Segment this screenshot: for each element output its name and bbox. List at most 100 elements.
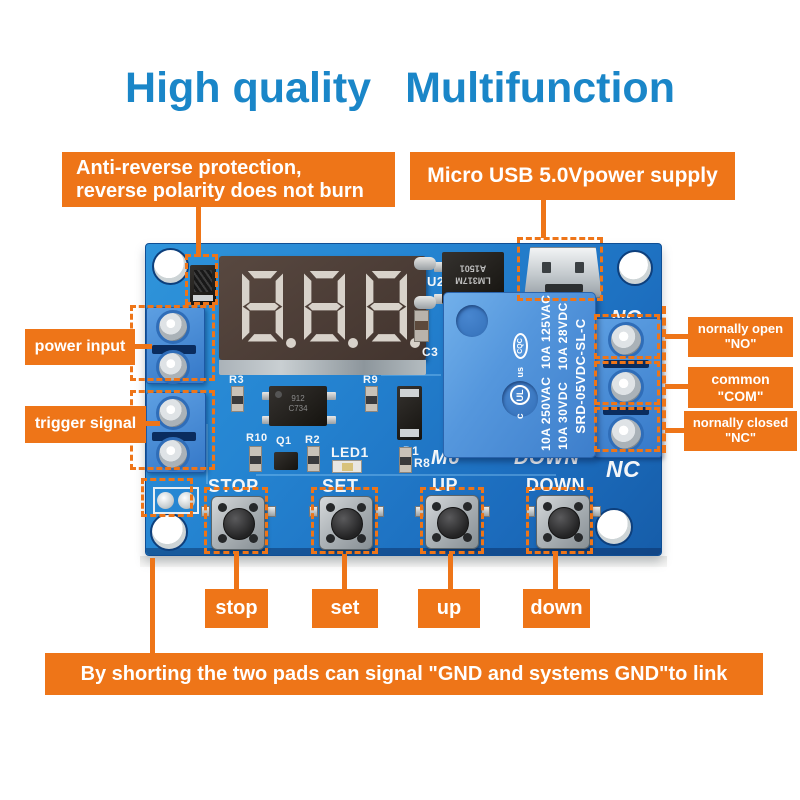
callout-anti-reverse-line1: Anti-reverse protection, — [76, 156, 302, 179]
callout-line-trigger-signal — [146, 421, 160, 426]
stop-button-dashed-box — [204, 487, 268, 554]
usb-slot — [575, 262, 584, 273]
right-terminal-dashed-bracket — [662, 306, 666, 453]
stop-silkscreen-label: STOP — [208, 476, 259, 496]
smd-capacitor — [414, 296, 436, 309]
led1 — [332, 460, 362, 473]
callout-common-line1: common — [711, 371, 770, 388]
button-pin — [267, 506, 276, 517]
usb-dashed-box — [517, 237, 603, 301]
relay-certification-logos: c UL us CQC — [510, 301, 530, 451]
ic-pin — [326, 416, 336, 424]
set-button — [319, 496, 373, 550]
callout-line-up — [448, 554, 453, 590]
relay: c UL us CQC 10A 250VAC 10A 125VAC 10A 30… — [443, 292, 596, 458]
up-button-dashed-box — [420, 487, 484, 554]
jumper-pads-dashed-box — [141, 478, 193, 517]
callout-common-line2: "COM" — [717, 387, 764, 404]
callout-line-power-input — [135, 344, 152, 349]
down-silkscreen-label: DOWN — [526, 475, 585, 495]
callout-stop: stop — [205, 589, 268, 628]
terminal-slot — [603, 407, 649, 415]
resistor-r3 — [231, 386, 244, 412]
smd-capacitor — [414, 257, 436, 270]
callout-stop-label: stop — [215, 597, 258, 619]
trigger-signal-terminal — [146, 392, 206, 473]
seven-segment-digits — [242, 271, 420, 348]
no-screw-dashed-box — [594, 314, 660, 359]
terminal-slot — [152, 345, 196, 354]
pcb-trace — [256, 474, 556, 476]
ul-logo-icon: UL — [510, 385, 530, 406]
set-button-cap — [331, 508, 363, 540]
regulator-marking-line1: LM317M — [455, 275, 491, 286]
ul-suffix: us — [515, 366, 525, 378]
callout-micro-usb-label: Micro USB 5.0Vpower supply — [427, 163, 718, 187]
usb-opening — [545, 284, 583, 295]
anti-reverse-diode — [190, 265, 216, 305]
diode-d1 — [397, 386, 422, 440]
callout-line-micro-usb — [541, 200, 546, 238]
callout-power-input: power input — [25, 329, 135, 365]
callout-trigger-signal-label: trigger signal — [34, 415, 137, 433]
terminal-slot — [152, 432, 196, 441]
title-part1: High quality — [125, 64, 372, 112]
down-button — [536, 495, 590, 549]
set-silkscreen-label: SET — [322, 476, 359, 496]
resistor-r2 — [307, 446, 320, 472]
resistor-r10 — [249, 446, 262, 472]
c3-silkscreen-label: C3 — [422, 345, 439, 359]
mounting-hole-bottom-left — [150, 513, 188, 551]
terminal-screw — [156, 396, 190, 430]
solder-pad — [157, 492, 174, 509]
callout-trigger-signal: trigger signal — [25, 406, 146, 443]
relay-model: SRD-05VDC-SL-C — [573, 318, 588, 434]
r8-silkscreen-label: R8 — [414, 456, 431, 470]
transistor-q1 — [274, 452, 298, 470]
ic-pin — [262, 416, 272, 424]
callout-line-normally-open — [665, 334, 688, 339]
callout-up-label: up — [436, 597, 462, 619]
callout-line-anti-reverse — [196, 207, 201, 257]
led1-silkscreen-label: LED1 — [331, 444, 369, 460]
callout-line-down — [553, 554, 558, 590]
mounting-hole-top-right — [617, 250, 653, 286]
terminal-slot — [603, 360, 649, 368]
u2-silkscreen-label: U2 — [427, 274, 445, 289]
ic-pin — [326, 392, 336, 400]
pcb-bottom-edge — [146, 548, 661, 555]
stop-button-cap — [223, 508, 255, 540]
r2-silkscreen-label: R2 — [305, 434, 321, 446]
seven-segment-display — [219, 256, 426, 360]
relay-markings: c UL us CQC 10A 250VAC 10A 125VAC 10A 30… — [438, 295, 588, 451]
relay-dimple — [502, 381, 538, 417]
regulator-marking-line2: A1501 — [459, 263, 487, 274]
button-pin — [415, 506, 424, 517]
callout-anti-reverse-line2: reverse polarity does not burn — [76, 179, 364, 202]
q1-silkscreen-label: Q1 — [276, 435, 292, 447]
relay-dimple — [456, 305, 488, 337]
callout-down: down — [523, 589, 590, 628]
com-screw-dashed-box — [594, 361, 660, 405]
callout-normally-open-line1: nornally open — [697, 321, 784, 337]
resistor-r9 — [365, 386, 378, 412]
ic-pin — [262, 392, 272, 400]
table-surface — [140, 556, 667, 567]
stop-button — [211, 496, 265, 550]
callout-bottom-note-label: By shorting the two pads can signal "GND… — [80, 662, 728, 685]
set-button-dashed-box — [311, 487, 378, 554]
pcb-trace — [381, 374, 441, 376]
callout-line-common — [665, 384, 688, 389]
down-button-cap — [548, 507, 580, 539]
nc-screw-dashed-box — [594, 407, 660, 452]
callout-common: common "COM" — [688, 367, 793, 408]
up-button-cap — [437, 507, 469, 539]
power-input-terminal — [146, 307, 205, 384]
callout-down-label: down — [530, 597, 583, 619]
mounting-hole-bottom-right — [595, 508, 633, 546]
callout-set-label: set — [330, 597, 360, 619]
mounting-hole-top-left — [152, 248, 189, 285]
